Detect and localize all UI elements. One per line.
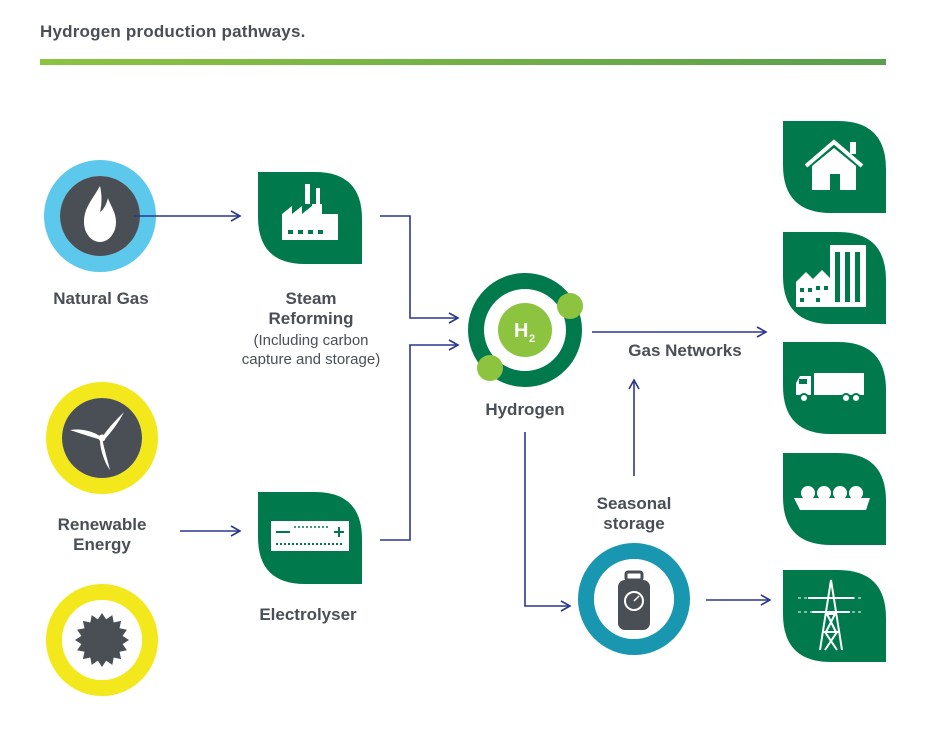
- steam-reforming-factory-icon: [258, 172, 362, 264]
- hydrogen-label: Hydrogen: [485, 400, 565, 419]
- hydrogen-molecule-icon: [468, 273, 583, 387]
- natural-gas-icon: [44, 160, 156, 272]
- steam-reforming-label: Steam Reforming: [268, 289, 354, 328]
- gas-cylinder-icon: [578, 543, 690, 655]
- seasonal-storage-label: Seasonal storage: [596, 494, 672, 533]
- electrolyser-battery-icon: [258, 492, 362, 584]
- renewable-energy-label: Renewable Energy: [57, 515, 147, 554]
- wind-turbine-icon: [46, 382, 158, 494]
- sun-icon: [46, 584, 158, 696]
- arrow-hydrogen-to-storage: [524, 432, 572, 612]
- house-icon: [783, 121, 886, 213]
- hydrogen-symbol: H: [514, 320, 528, 342]
- arrow-steam-reforming-to-hydrogen: [380, 215, 460, 324]
- title-divider: [40, 59, 886, 65]
- natural-gas-label: Natural Gas: [53, 289, 149, 308]
- gas-networks-label: Gas Networks: [628, 341, 742, 360]
- truck-icon: [783, 342, 886, 434]
- arrow-electrolyser-to-hydrogen: [380, 339, 460, 541]
- page-title: Hydrogen production pathways.: [40, 22, 306, 41]
- lng-ship-icon: [783, 453, 886, 545]
- hydrogen-subscript: 2: [529, 333, 535, 345]
- electrolyser-label: Electrolyser: [259, 605, 357, 624]
- city-buildings-icon: [783, 232, 886, 324]
- power-pylon-icon: [783, 570, 886, 662]
- steam-reforming-note: (Including carbon capture and storage): [241, 332, 381, 368]
